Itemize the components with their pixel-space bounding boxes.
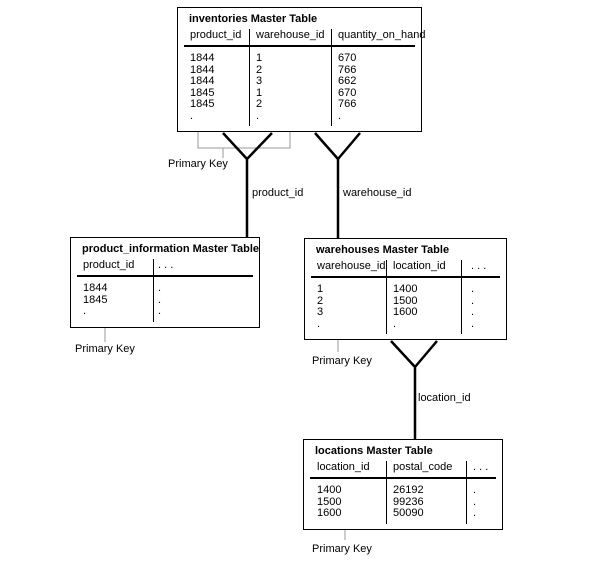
- column-header: . . .: [158, 259, 174, 271]
- table-column: . . ....: [158, 259, 173, 318]
- header-rule: [77, 275, 253, 277]
- table-cell: 1844: [190, 52, 215, 64]
- table-cell: 2: [256, 63, 263, 76]
- table-cell: 1: [256, 86, 263, 99]
- table-cell: .: [158, 305, 162, 317]
- table-cell: .: [471, 283, 475, 295]
- table-cell: .: [338, 109, 342, 122]
- column-separator: [461, 260, 462, 334]
- table-cell: 3: [317, 306, 324, 318]
- table-cell: 1400: [317, 484, 342, 496]
- inventories-warehouses-connector: [314, 132, 361, 239]
- table-cell: 1: [256, 52, 263, 64]
- location-id-fk-label: location_id: [418, 392, 471, 404]
- column-header: location_id: [393, 260, 446, 272]
- column-header: quantity_on_hand: [338, 29, 426, 41]
- header-rule: [311, 276, 500, 278]
- table-cell: 1500: [317, 495, 342, 508]
- table-cell: 766: [338, 98, 357, 110]
- table-cell: .: [190, 109, 194, 122]
- table-title: warehouses Master Table: [316, 244, 450, 256]
- table-cell: .: [471, 294, 475, 307]
- table-cell: .: [473, 484, 477, 496]
- table-column: . . ....: [473, 461, 488, 520]
- column-header: warehouse_id: [317, 260, 386, 272]
- table-cell: .: [471, 306, 475, 318]
- column-header: . . .: [471, 260, 487, 272]
- column-separator: [386, 260, 387, 334]
- table-cell: .: [317, 317, 321, 330]
- column-header: location_id: [317, 461, 370, 473]
- warehouses-locations-connector: [390, 340, 438, 440]
- product-information-primary-key-label: Primary Key: [75, 343, 135, 355]
- table-cell: .: [393, 317, 397, 330]
- product-information-table: product_information Master Table product…: [70, 237, 260, 328]
- column-separator: [466, 461, 467, 524]
- table-cell: 3: [256, 75, 263, 87]
- column-separator: [386, 461, 387, 524]
- table-cell: 670: [338, 52, 357, 64]
- column-header: . . .: [473, 461, 489, 473]
- table-title: locations Master Table: [315, 445, 433, 457]
- column-header: postal_code: [393, 461, 453, 473]
- table-cell: 1844: [190, 75, 215, 87]
- column-header: warehouse_id: [256, 29, 325, 41]
- table-cell: 1845: [190, 98, 215, 110]
- product-id-fk-label: product_id: [252, 187, 304, 199]
- table-title: inventories Master Table: [189, 13, 318, 25]
- table-cell: 1600: [393, 306, 418, 318]
- table-cell: .: [256, 109, 260, 122]
- table-cell: .: [158, 293, 162, 306]
- table-cell: 1400: [393, 283, 418, 295]
- table-cell: 1845: [83, 293, 108, 306]
- table-cell: .: [473, 507, 477, 519]
- table-cell: 1844: [83, 282, 108, 294]
- table-cell: .: [471, 317, 475, 330]
- column-separator: [249, 29, 250, 126]
- warehouses-primary-key-label: Primary Key: [312, 355, 372, 367]
- table-cell: 1600: [317, 507, 342, 519]
- header-rule: [310, 477, 496, 479]
- table-cell: 99236: [393, 495, 424, 508]
- warehouse-id-fk-label: warehouse_id: [343, 187, 412, 199]
- column-separator: [153, 259, 154, 322]
- locations-primary-key-label: Primary Key: [312, 543, 372, 555]
- table-cell: 50090: [393, 507, 424, 519]
- table-cell: 670: [338, 86, 357, 99]
- table-cell: .: [473, 495, 477, 508]
- table-cell: .: [158, 282, 162, 294]
- inventories-product-information-connector: [222, 132, 273, 238]
- table-cell: 662: [338, 75, 357, 87]
- table-cell: 1500: [393, 294, 418, 307]
- table-cell: 26192: [393, 484, 424, 496]
- table-cell: 766: [338, 63, 357, 76]
- table-cell: 1: [317, 283, 324, 295]
- table-cell: 2: [317, 294, 324, 307]
- table-title: product_information Master Table: [82, 243, 260, 255]
- table-cell: .: [83, 305, 87, 317]
- table-column: . . .....: [471, 260, 486, 330]
- table-cell: 1845: [190, 86, 215, 99]
- table-cell: 1844: [190, 63, 215, 76]
- column-header: product_id: [190, 29, 242, 41]
- inventories-primary-key-label: Primary Key: [168, 158, 228, 170]
- column-header: product_id: [83, 259, 135, 271]
- column-separator: [331, 29, 332, 126]
- table-cell: 2: [256, 98, 263, 110]
- header-rule: [184, 45, 415, 47]
